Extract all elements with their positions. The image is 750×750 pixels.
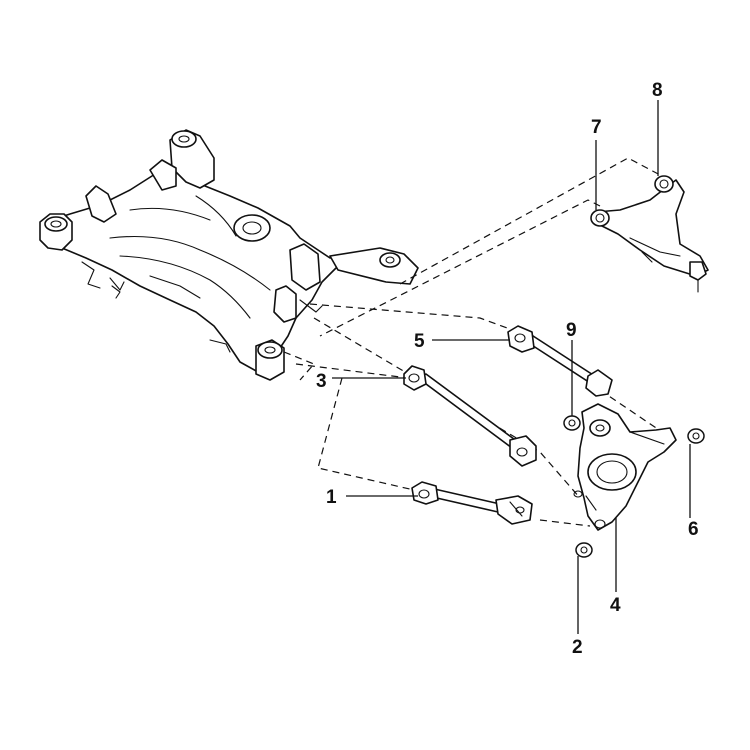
part-5-trailing-link — [507, 325, 613, 397]
callout-2: 2 — [572, 637, 583, 658]
callout-9: 9 — [566, 320, 577, 341]
callout-5: 5 — [414, 331, 425, 352]
part-7-8-upper-control-arm — [590, 175, 709, 293]
part-1-toe-link — [411, 481, 533, 525]
part-6-bushing — [687, 428, 705, 444]
callout-3: 3 — [316, 371, 327, 392]
callout-4: 4 — [610, 595, 621, 616]
callout-leaders — [332, 100, 691, 634]
part-2-bushing — [575, 542, 593, 558]
part-9-bushing — [563, 415, 581, 431]
callout-labels: 1 2 3 4 5 6 7 8 9 — [316, 80, 699, 658]
callout-7: 7 — [591, 117, 602, 138]
callout-6: 6 — [688, 519, 699, 540]
part-3-lateral-link — [403, 365, 537, 467]
rear-subframe — [39, 129, 419, 381]
callout-8: 8 — [652, 80, 663, 101]
part-4-knuckle — [573, 403, 677, 531]
callout-1: 1 — [326, 487, 337, 508]
